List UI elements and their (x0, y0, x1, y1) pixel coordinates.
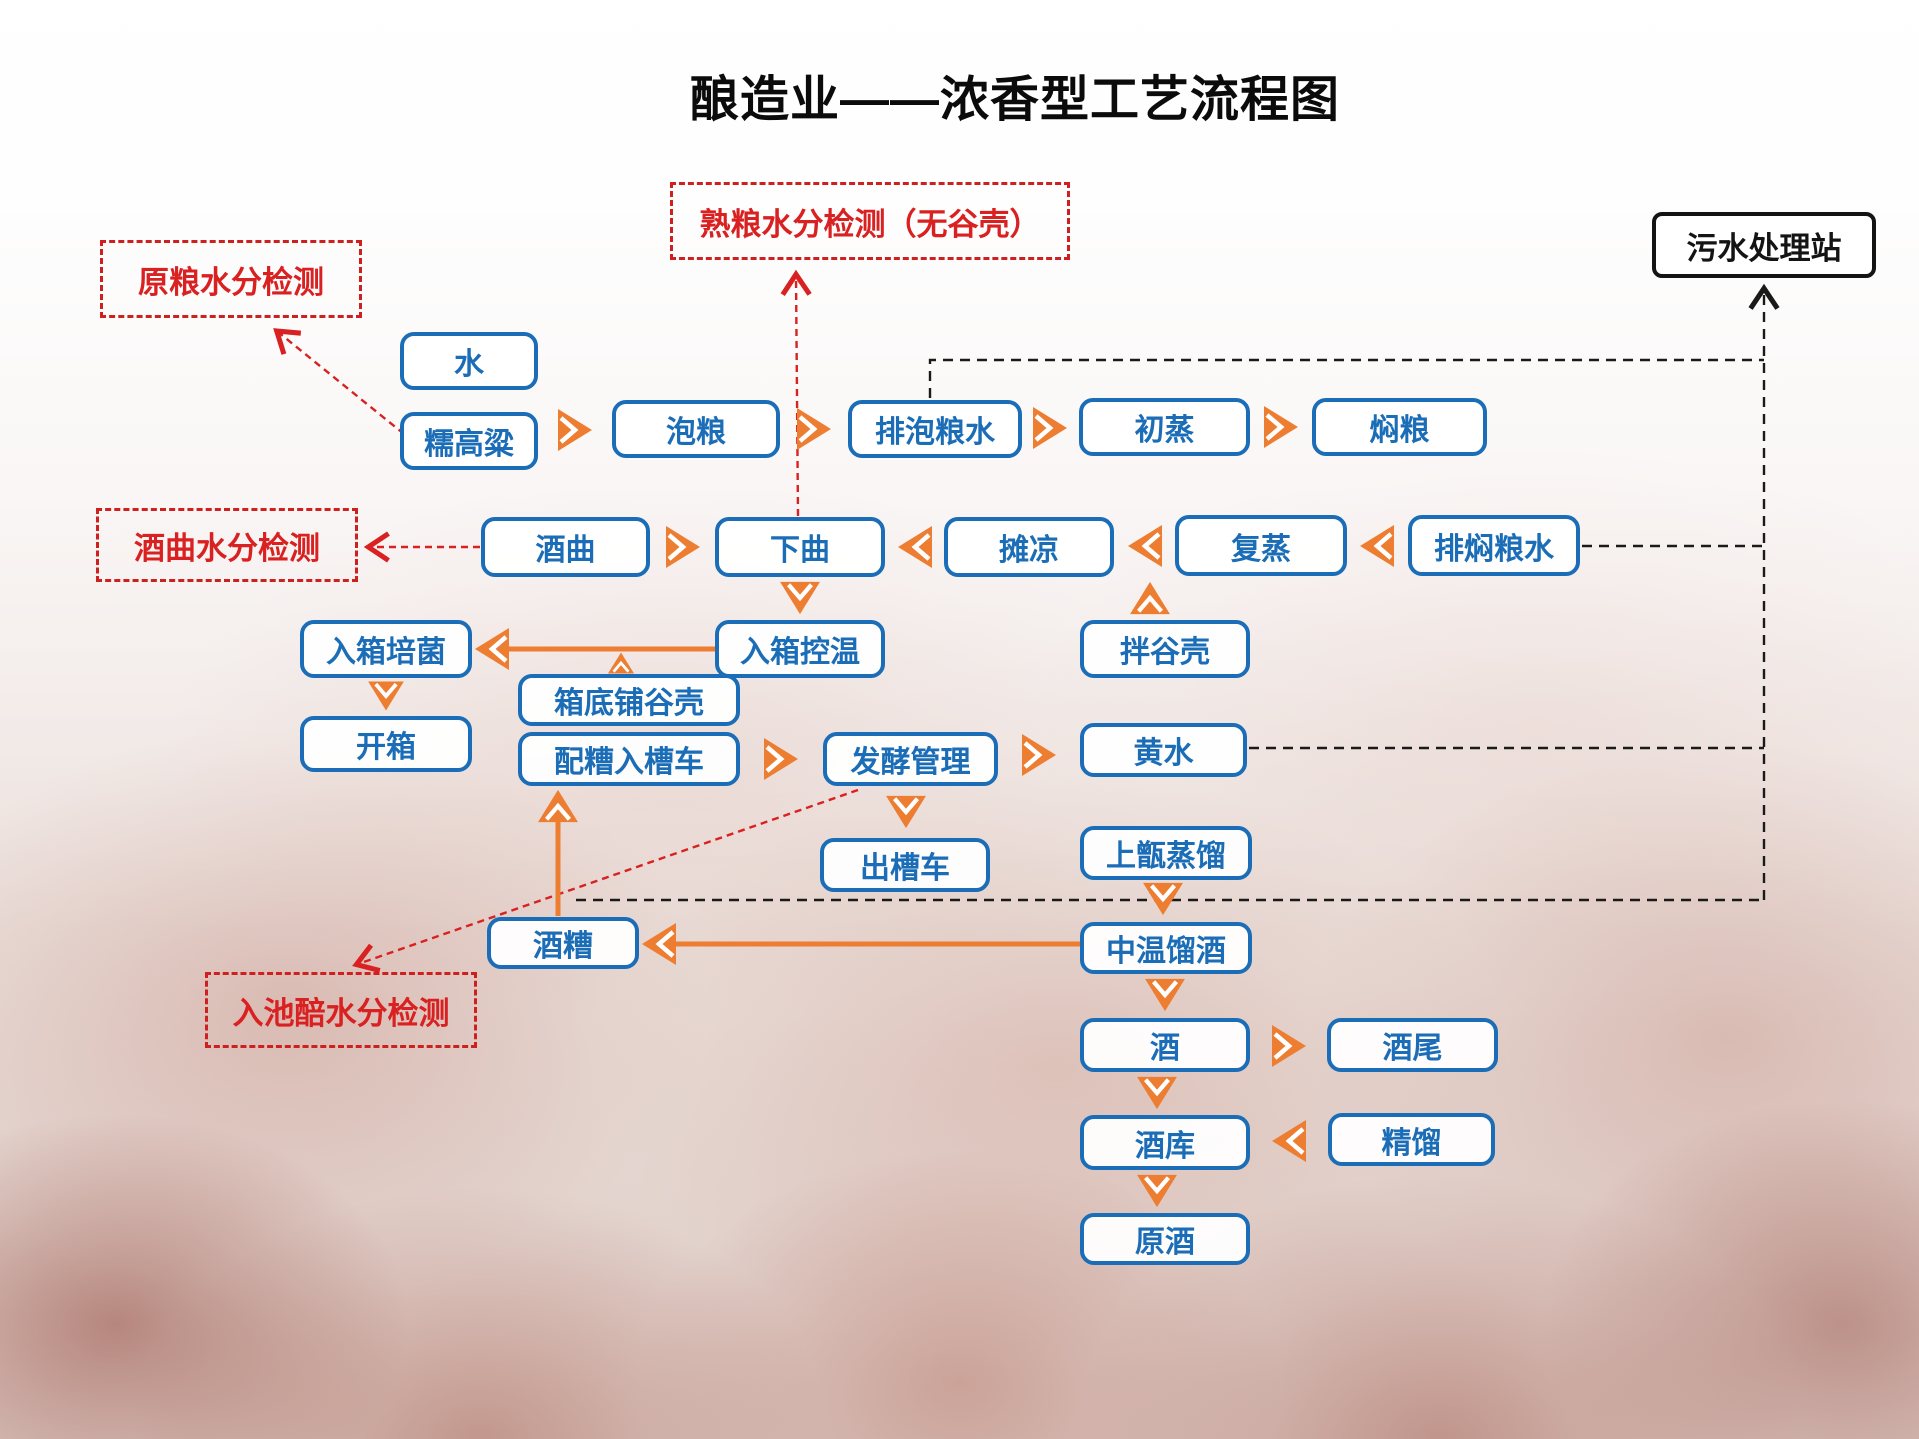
arrow-fajiao-to-huangshui (1022, 734, 1056, 776)
node-banguke: 拌谷壳 (1080, 620, 1250, 678)
arrowhead-zhongwen-to-jiuzao (642, 923, 676, 965)
arrow-jingliu-to-jiuku (1272, 1120, 1306, 1162)
node-huangshui: 黄水 (1080, 723, 1247, 777)
arrow-paoliang-to-paipaoliangshui (797, 408, 831, 450)
arrowhead-jiuzao-to-peizao (538, 790, 578, 822)
arrow-xiaqu-to-shuliang-check (780, 269, 812, 517)
arrow-fuzheng-to-tanliang (1128, 525, 1162, 567)
node-nuogaoliang: 糯高粱 (400, 412, 538, 470)
inspection-ruchipei: 入池醅水分检测 (205, 972, 477, 1048)
node-menliang: 焖粮 (1312, 398, 1487, 456)
arrowhead-kongwen-to-peijun (475, 628, 509, 670)
node-ruxiangkongwen: 入箱控温 (715, 620, 885, 678)
node-paimenliangshui: 排焖粮水 (1408, 515, 1580, 576)
inspection-arrows (273, 269, 859, 974)
node-kaixiang: 开箱 (300, 716, 472, 772)
node-jiuzao: 酒糟 (487, 917, 639, 969)
wastewater-wires (576, 283, 1780, 902)
arrow-peizao-to-fajiao (764, 738, 798, 780)
node-shui: 水 (400, 332, 538, 390)
node-jiuwei: 酒尾 (1327, 1018, 1498, 1072)
arrow-nuogaoliang-to-yuanliang-check (273, 328, 405, 435)
arrow-nuogaoliang-to-paoliang (558, 409, 592, 451)
node-chucaoche: 出槽车 (820, 838, 990, 892)
arrow-jiu-to-jiuwei (1272, 1025, 1306, 1067)
node-jiu: 酒 (1080, 1018, 1250, 1072)
node-chuzheng: 初蒸 (1079, 398, 1250, 456)
node-jiuku: 酒库 (1080, 1115, 1250, 1170)
inspection-yuanliang: 原粮水分检测 (100, 240, 362, 318)
node-paoliang: 泡粮 (612, 400, 780, 458)
arrow-fajiao-to-chucaoche (886, 796, 926, 828)
orange-lines (508, 646, 1081, 947)
arrow-paipaoliangshui-to-chuzheng (1033, 407, 1067, 449)
node-xiangdipuguke: 箱底铺谷壳 (518, 674, 740, 726)
page-title: 酿造业——浓香型工艺流程图 (689, 73, 1340, 127)
arrow-tanliang-to-xiaqu (898, 526, 932, 568)
node-paipaoliangshui: 排泡粮水 (848, 400, 1022, 458)
arrow-xiaqu-to-kongwen (780, 582, 820, 614)
node-sewage-station: 污水处理站 (1652, 212, 1876, 278)
node-tanliang: 摊凉 (944, 517, 1114, 577)
node-jingliu: 精馏 (1328, 1113, 1495, 1166)
node-peizaorucaoche: 配糟入槽车 (518, 732, 740, 786)
arrow-jiuku-to-yuanjiu (1137, 1175, 1177, 1207)
arrow-chuzheng-to-menliang (1264, 406, 1298, 448)
node-zhongwenliujiu: 中温馏酒 (1080, 922, 1252, 974)
node-jiuqu: 酒曲 (481, 517, 650, 577)
node-yuanjiu: 原酒 (1080, 1213, 1250, 1265)
node-xiaqu: 下曲 (715, 517, 885, 577)
arrow-xiangdipu-join (606, 651, 636, 675)
node-fajiaoguanli: 发酵管理 (823, 732, 998, 786)
arrow-zhongwen-to-jiu (1145, 979, 1185, 1011)
arrow-fajiao-to-ruchipei-check (352, 788, 859, 974)
node-fuzheng: 复蒸 (1175, 515, 1347, 576)
arrow-peijun-to-kaixiang (366, 679, 406, 713)
node-ruxiangpeijun: 入箱培菌 (300, 620, 472, 678)
inspection-shuliang: 熟粮水分检测（无谷壳） (670, 182, 1070, 260)
wire-paipaoliangshui-to-sewage (928, 358, 1764, 398)
inspection-jiuqu: 酒曲水分检测 (96, 508, 358, 582)
arrow-banguke-to-tanliang (1130, 582, 1170, 614)
arrow-paimenliangshui-to-fuzheng (1360, 525, 1394, 567)
arrow-jiuqu-to-xiaqu (666, 526, 700, 568)
arrow-jiu-to-jiuku (1137, 1077, 1177, 1109)
node-shangzengzhengliu: 上甑蒸馏 (1080, 826, 1252, 880)
